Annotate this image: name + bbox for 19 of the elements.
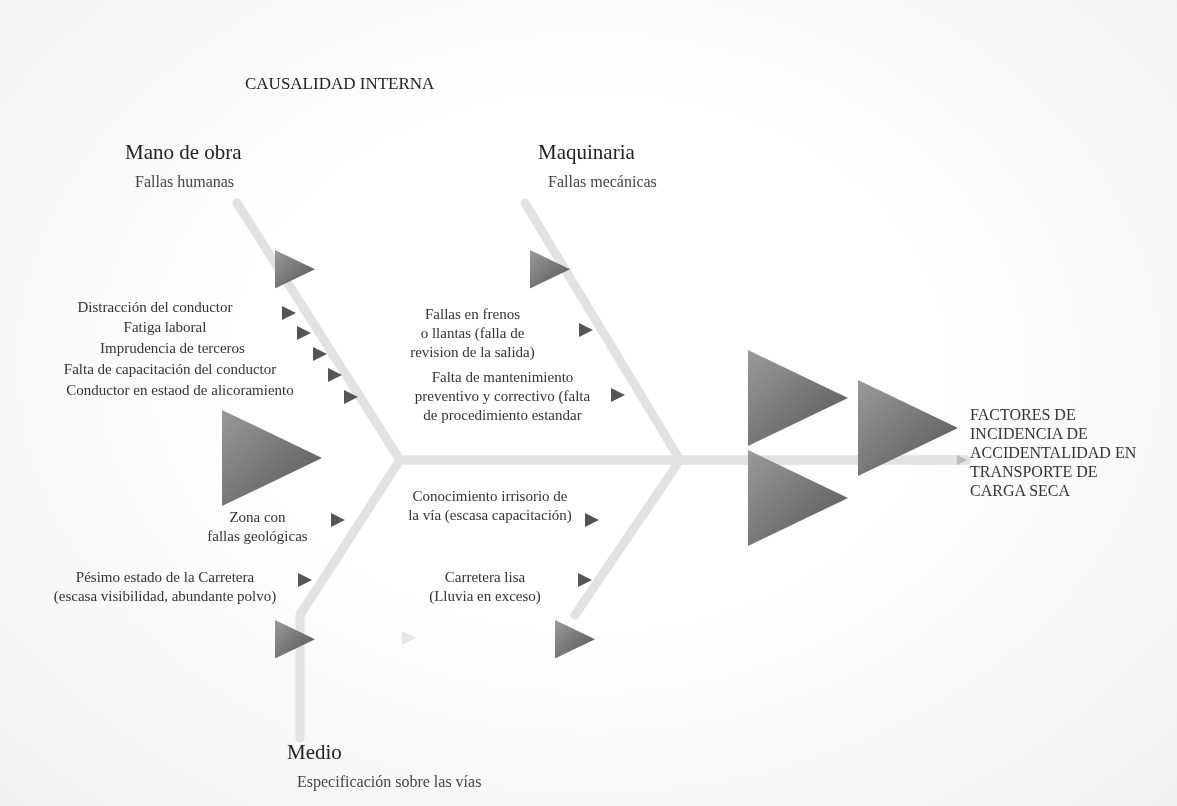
category-heading: Medio [287,740,343,765]
cause-text: Falta de capacitación del conductor [62,360,278,379]
category-heading: Mano de obra [125,140,243,165]
effect-text: FACTORES DE INCIDENCIA DE ACCIDENTALIDAD EN TRANSPORTE DE CARGA SECA [970,405,1150,500]
category-subtitle: Especificación sobre las vías [296,773,483,791]
cause-text: Zona con fallas geológicas [206,508,309,546]
cause-text: Pésimo estado de la Carretera (escasa visibilidad, abundante polvo) [52,568,278,606]
category-subtitle: Fallas humanas [134,173,236,191]
cause-text: Conductor en estaod de alicoramiento [65,381,295,400]
category-subtitle: Fallas mecánicas [547,173,658,191]
cause-text: Conocimiento irrisorio de la vía (escasa capacitación) [407,487,573,525]
category-heading: Maquinaria [538,140,636,165]
cause-text: Fallas en frenos o llantas (falla de revision de la salida) [409,305,536,362]
cause-text: Distracción del conductor [76,298,234,317]
cause-text: Imprudencia de terceros [99,339,246,358]
cause-text: Falta de mantenimiento preventivo y correctivo (falta de procedimiento estandar [413,368,592,425]
diagram-title: CAUSALIDAD INTERNA [245,74,435,94]
cause-text: Fatiga laboral [122,318,208,337]
cause-text: Carretera lisa (Lluvia en exceso) [428,568,542,606]
